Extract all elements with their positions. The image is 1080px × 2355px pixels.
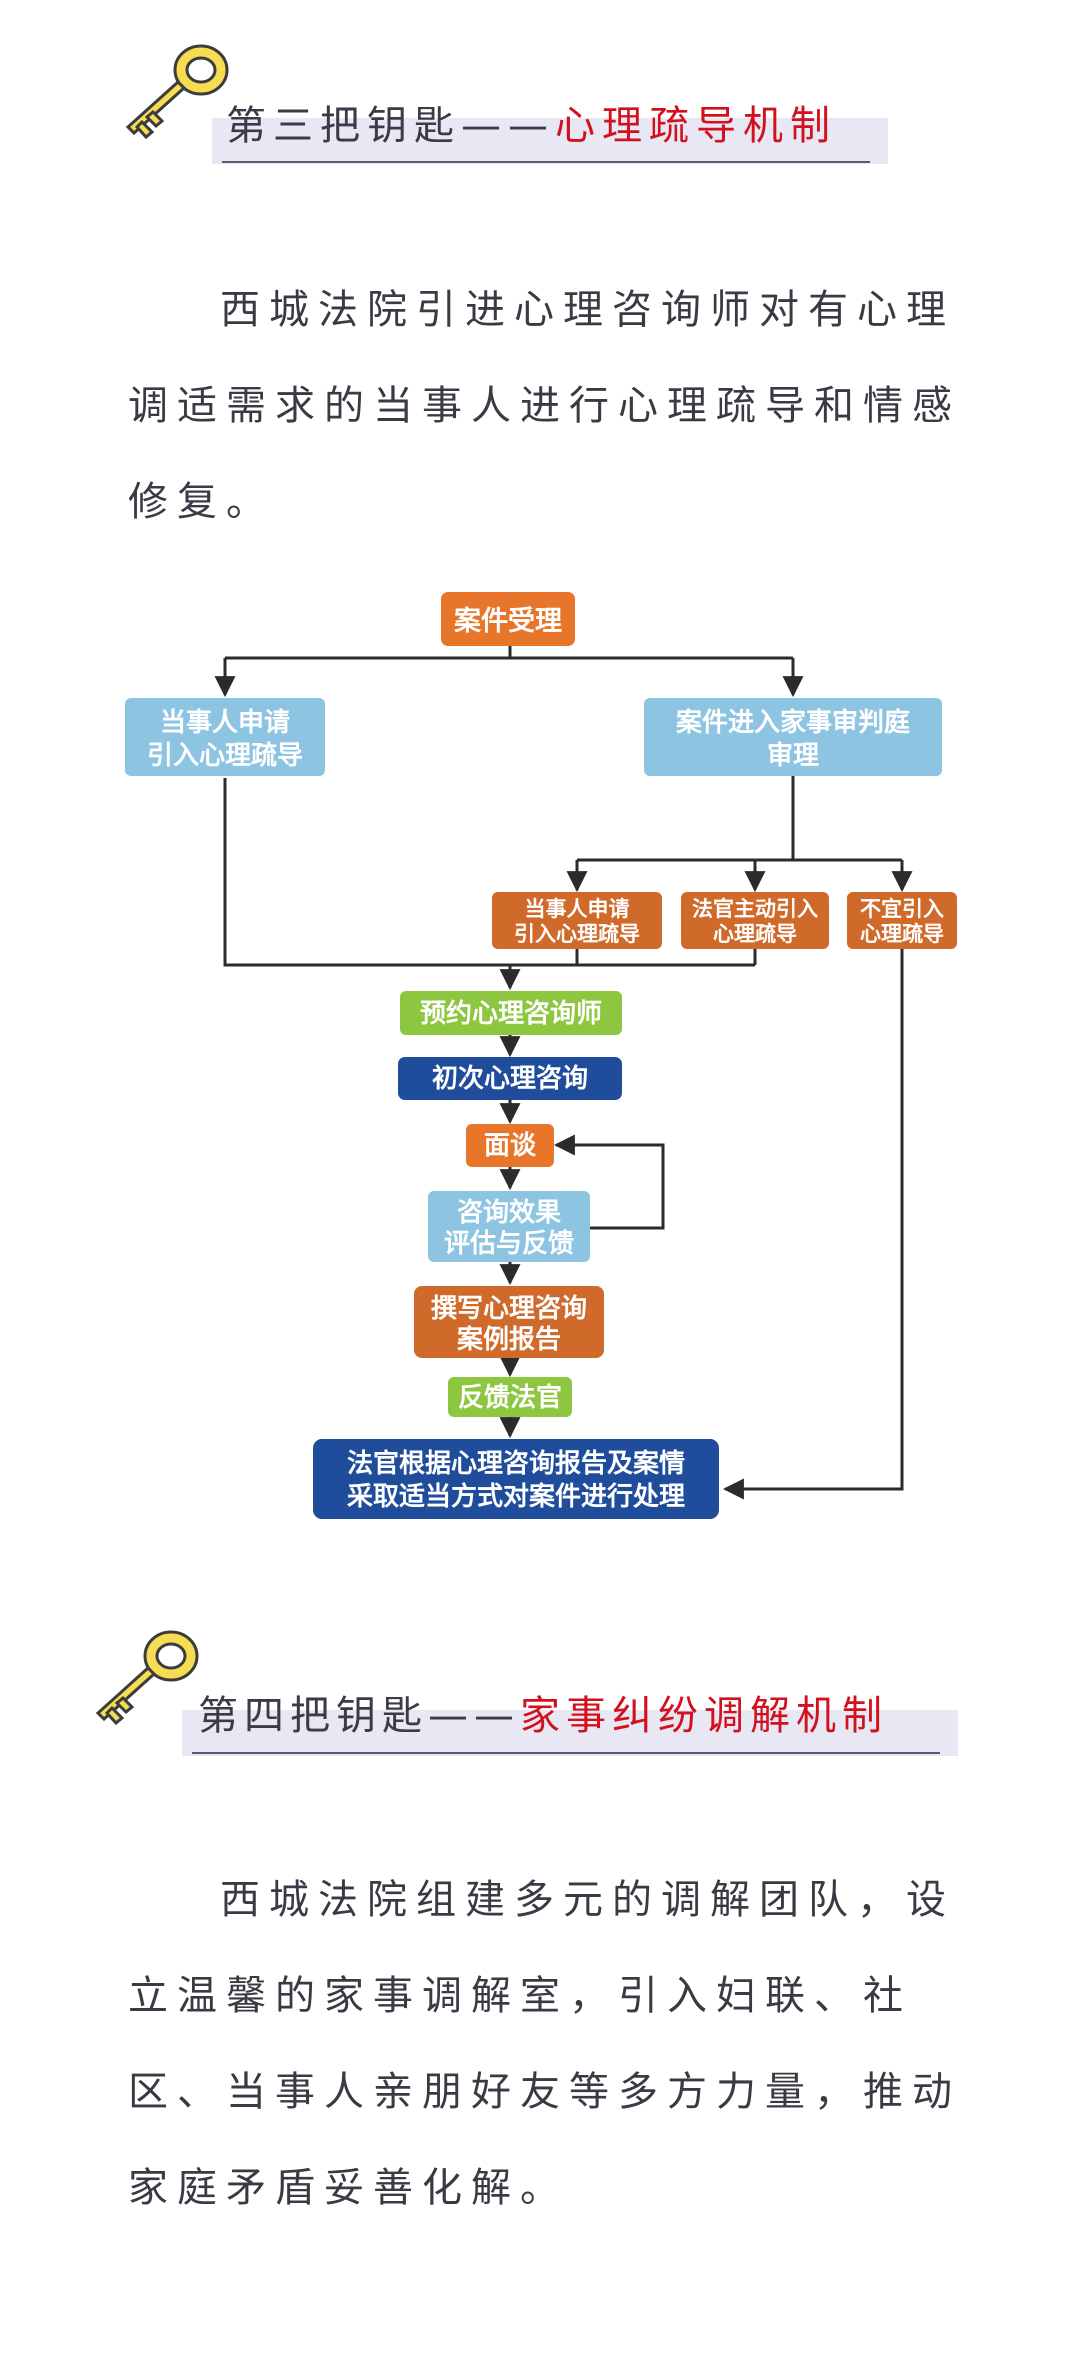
section4-heading-underline [192, 1752, 940, 1754]
node-judge-handle-line1: 法官根据心理咨询报告及案情 [347, 1448, 685, 1479]
connector [722, 949, 904, 1500]
psych-counseling-flowchart: 案件受理 当事人申请 引入心理疏导 案件进入家事审判庭 审理 当事人申请 引入心… [125, 592, 957, 1519]
node-family-trial-line2: 审理 [767, 740, 819, 771]
section3-heading-accent: 心理疏导机制 [555, 103, 837, 149]
node-write-report-line1: 撰写心理咨询 [431, 1293, 587, 1324]
node-case-accept-label: 案件受理 [453, 605, 562, 637]
node-sub-judge-initiative-line1: 法官主动引入 [692, 897, 818, 921]
section4-paragraph: 西城法院组建多元的调解团队，设立温馨的家事调解室，引入妇联、社区、当事人亲朋好友… [128, 1877, 961, 2211]
node-family-trial: 案件进入家事审判庭 审理 [644, 698, 942, 776]
node-sub-not-suitable-line2: 心理疏导 [860, 922, 944, 946]
node-family-trial-line1: 案件进入家事审判庭 [675, 707, 910, 738]
node-feedback-judge: 反馈法官 [448, 1377, 572, 1417]
node-evaluate-line1: 咨询效果 [457, 1197, 561, 1228]
section4-heading-band [182, 1710, 958, 1756]
section4-heading-accent: 家事纠纷调解机制 [520, 1693, 888, 1739]
node-case-accept: 案件受理 [441, 592, 575, 646]
section4-heading-prefix: 第四把钥匙—— [198, 1693, 520, 1739]
section3-heading-prefix: 第三把钥匙—— [226, 103, 555, 149]
flow-connectors [214, 646, 913, 1500]
node-write-report: 撰写心理咨询 案例报告 [414, 1286, 604, 1358]
connector [223, 778, 755, 967]
node-interview: 面谈 [466, 1124, 554, 1167]
key-icon [95, 1630, 199, 1726]
node-sub-not-suitable: 不宜引入 心理疏导 [847, 892, 957, 949]
node-write-report-line2: 案例报告 [456, 1324, 561, 1355]
node-sub-judge-initiative-line2: 心理疏导 [713, 922, 797, 946]
section3-heading-band [212, 118, 888, 164]
node-sub-party-apply-line1: 当事人申请 [525, 897, 630, 921]
node-judge-handle: 法官根据心理咨询报告及案情 采取适当方式对案件进行处理 [313, 1439, 719, 1519]
node-first-consult: 初次心理咨询 [398, 1057, 622, 1100]
node-evaluate-line2: 评估与反馈 [444, 1229, 574, 1259]
node-interview-label: 面谈 [484, 1131, 537, 1161]
key-icon [125, 44, 229, 140]
node-book-counselor: 预约心理咨询师 [400, 991, 622, 1035]
section3-heading-underline [222, 161, 870, 163]
node-party-apply-line1: 当事人申请 [160, 708, 290, 738]
node-sub-party-apply: 当事人申请 引入心理疏导 [492, 892, 662, 949]
node-sub-not-suitable-line1: 不宜引入 [860, 897, 944, 921]
node-evaluate: 咨询效果 评估与反馈 [428, 1191, 590, 1262]
section3-paragraph: 西城法院引进心理咨询师对有心理调适需求的当事人进行心理疏导和情感修复。 [128, 287, 961, 525]
node-party-apply-line2: 引入心理疏导 [147, 740, 303, 771]
node-sub-party-apply-line2: 引入心理疏导 [514, 922, 640, 946]
node-first-consult-label: 初次心理咨询 [432, 1063, 588, 1094]
section4-heading: 第四把钥匙——家事纠纷调解机制 [198, 1690, 888, 1742]
node-party-apply: 当事人申请 引入心理疏导 [125, 698, 325, 776]
node-book-counselor-label: 预约心理咨询师 [420, 998, 602, 1029]
node-feedback-judge-label: 反馈法官 [458, 1382, 562, 1413]
connector [553, 1134, 665, 1230]
section3-heading: 第三把钥匙——心理疏导机制 [226, 100, 837, 152]
node-sub-judge-initiative: 法官主动引入 心理疏导 [681, 892, 829, 949]
node-judge-handle-line2: 采取适当方式对案件进行处理 [347, 1481, 685, 1512]
